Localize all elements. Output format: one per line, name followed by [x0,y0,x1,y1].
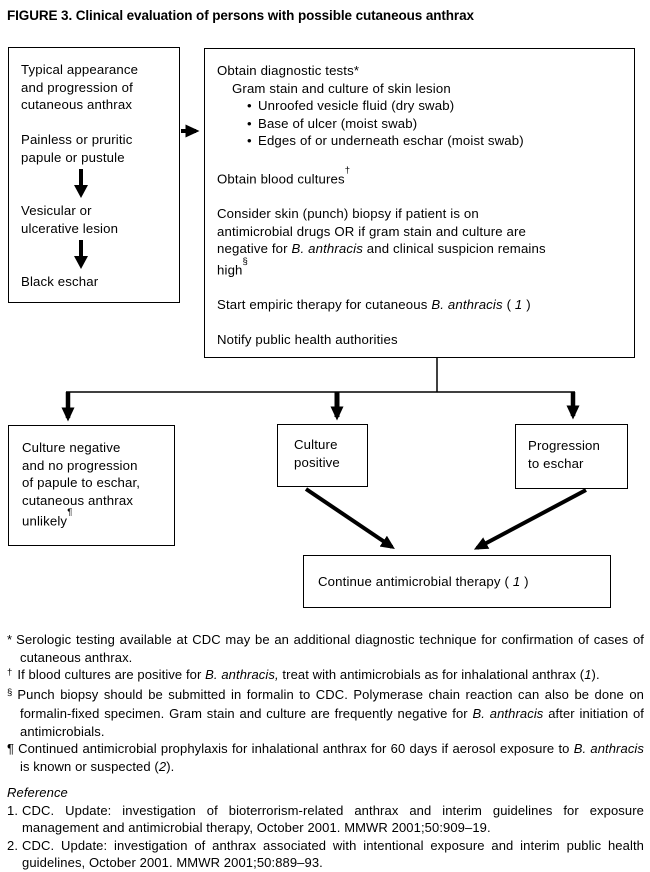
footnotes: *Serologic testing available at CDC may … [7,631,644,775]
text-line: negative for B. anthracis and clinical s… [217,241,546,257]
footnote-marker: § [7,686,13,698]
text-line: Continue antimicrobial therapy ( 1 ) [318,573,529,589]
text-line: Typical appearance [21,62,139,77]
text-line: Consider skin (punch) biopsy if patient … [217,206,479,222]
footnote-section: §Punch biopsy should be submitted in for… [7,686,644,739]
text-line: Vesicular or [21,203,92,218]
reference-item: 2.CDC. Update: investigation of anthrax … [7,837,644,871]
pilcrow-footnote-marker: ¶ [67,507,73,518]
section-footnote-marker: § [242,255,248,267]
down-arrow-icon [73,169,169,199]
text-line: Culture [294,437,338,452]
box-progression-eschar: Progression to eschar [515,424,628,489]
text-line: Culture negative [22,440,121,455]
arrow-culture-positive-to-continue [304,487,395,549]
bullet-icon: • [247,98,252,113]
bullet-item: •Base of ulcer (moist swab) [247,115,418,131]
reference-item: 1.CDC. Update: investigation of bioterro… [7,802,644,836]
bullet-icon: • [247,133,252,148]
figure-title: FIGURE 3. Clinical evaluation of persons… [7,8,474,23]
reference-number-label: 2. [7,837,19,853]
bullet-icon: • [247,115,252,131]
footnote-asterisk: *Serologic testing available at CDC may … [7,632,644,665]
footnote-marker: * [7,632,13,647]
text-line: Progression [528,438,601,453]
bullet-item: •Edges of or underneath eschar (moist sw… [247,133,524,148]
species-name: B. anthracis [291,241,363,257]
box-culture-positive: Culture positive [277,424,368,487]
text-line: Painless or pruritic [21,132,133,147]
down-arrow-icon [73,240,169,270]
text-line: and progression of [21,79,133,95]
text-line: Gram stain and culture of skin lesion [232,80,451,96]
text-line: of papule to eschar, [22,475,141,490]
text-line: ulcerative lesion [21,220,119,236]
reference-number: 1 [512,573,521,589]
text-line: unlikely¶ [22,507,73,529]
text-line: antimicrobial drugs OR if gram stain and… [217,223,527,239]
bullet-item: •Unroofed vesicle fluid (dry swab) [247,98,455,113]
box-diagnostic-actions: Obtain diagnostic tests* Gram stain and … [204,48,635,358]
text-line: and no progression [22,457,138,473]
box-culture-negative: Culture negative and no progression of p… [8,425,175,546]
arrow-progression-to-continue [473,488,587,550]
text-line: Start empiric therapy for cutaneous B. a… [217,297,531,313]
footnote-marker: † [7,667,13,678]
species-name: B. anthracis [431,297,503,313]
text-line: Obtain diagnostic tests* [217,63,360,78]
text-line: Obtain blood cultures† [217,165,351,187]
references: Reference 1.CDC. Update: investigation o… [7,784,644,872]
text-line: Black eschar [21,274,99,289]
reference-number-label: 1. [7,802,19,818]
text-line: positive [294,454,340,470]
text-line: to eschar [528,455,584,471]
footnote-pilcrow: ¶Continued antimicrobial prophylaxis for… [7,741,645,774]
box-continue-therapy: Continue antimicrobial therapy ( 1 ) [303,555,611,608]
box-typical-appearance: Typical appearance and progression of cu… [8,47,180,303]
references-heading: Reference [7,785,68,800]
text-line: cutaneous anthrax [21,97,133,112]
text-line: Notify public health authorities [217,332,398,348]
footnote-dagger: †If blood cultures are positive for B. a… [7,667,600,682]
reference-number: 1 [514,297,523,313]
footnote-marker: ¶ [7,741,15,756]
text-line: papule or pustule [21,149,125,165]
dagger-footnote-marker: † [344,165,351,176]
text-line: cutaneous anthrax [22,492,134,508]
text-line: high§ [217,255,248,278]
